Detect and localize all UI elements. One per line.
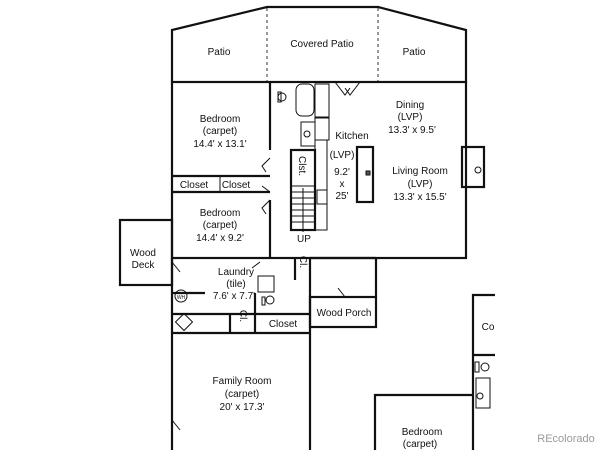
- room-label-patio-right: Patio: [403, 47, 426, 58]
- living-floor: (LVP): [408, 179, 433, 190]
- wood-deck-line2: Deck: [132, 260, 156, 271]
- closet-cl2-label: Cl.: [237, 310, 248, 322]
- room-label-covered-patio: Covered Patio: [290, 39, 354, 50]
- dining-floor: (LVP): [398, 112, 423, 123]
- bedroom1-name: Bedroom: [200, 114, 241, 125]
- living-name: Living Room: [392, 166, 448, 177]
- laundry-name: Laundry: [218, 267, 254, 278]
- staircase: [291, 185, 315, 232]
- kitchen-size-a: 9.2': [334, 167, 350, 178]
- kitchen-name: Kitchen: [335, 131, 368, 142]
- closet-cl1-label: Cl.: [297, 256, 308, 268]
- wood-porch-label: Wood Porch: [317, 308, 372, 319]
- bedroom1-size: 14.4' x 13.1': [193, 139, 246, 150]
- laundry-size: 7.6' x 7.7': [213, 291, 255, 302]
- closet-stair-label: Clst.: [296, 156, 307, 176]
- closet2-label: Closet: [222, 180, 251, 191]
- room-label-patio-left: Patio: [208, 47, 231, 58]
- laundry-floor: (tile): [226, 279, 245, 290]
- bedroom2-floor: (carpet): [203, 220, 237, 231]
- bedroom3-floor: (carpet): [403, 439, 437, 450]
- water-heater-label: WH: [177, 295, 186, 301]
- bedroom2-name: Bedroom: [200, 208, 241, 219]
- family-room-size: 20' x 17.3': [220, 402, 265, 413]
- patio-outline: [170, 5, 468, 82]
- wood-deck-line1: Wood: [130, 248, 156, 259]
- watermark: REcolorado: [537, 433, 594, 445]
- lower-level-walls: [170, 256, 378, 450]
- family-room-floor: (carpet): [225, 389, 259, 400]
- bedroom1-floor: (carpet): [203, 126, 237, 137]
- closet1-label: Closet: [180, 180, 209, 191]
- kitchen-size-x: x: [340, 179, 345, 190]
- kitchen-size-b: 25': [335, 191, 348, 202]
- living-size: 13.3' x 15.5': [393, 192, 446, 203]
- dining-name: Dining: [396, 100, 424, 111]
- partial-room-label: Co: [482, 322, 495, 333]
- family-room-name: Family Room: [213, 376, 272, 387]
- adjacent-unit-walls: [373, 293, 495, 450]
- wood-deck-outline: [118, 218, 174, 287]
- bedroom3-name: Bedroom: [402, 427, 443, 438]
- kitchen-floor: (LVP): [330, 150, 355, 161]
- stairs-up-label: UP: [297, 234, 311, 245]
- dining-size: 13.3' x 9.5': [388, 125, 436, 136]
- bedroom2-size: 14.4' x 9.2': [196, 233, 244, 244]
- closet3-label: Closet: [269, 319, 298, 330]
